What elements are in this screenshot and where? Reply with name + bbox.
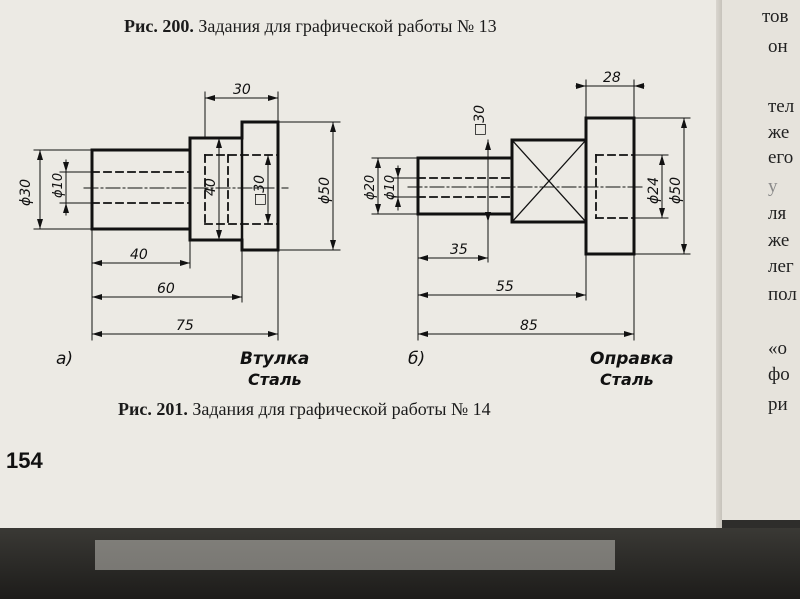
page-number: 154: [6, 448, 43, 473]
dim-b-l35: 35: [450, 242, 468, 258]
dim-b-l55: 55: [496, 279, 514, 295]
right-page-word: у: [768, 176, 778, 197]
drawing-a-outline: [90, 120, 280, 252]
caption-fig-200-text: Задания для графической работы № 13: [198, 16, 497, 36]
right-page-word: ля: [768, 203, 787, 224]
dim-a-d10: ϕ10: [51, 173, 66, 198]
dim-a-sq30: □30: [252, 175, 268, 206]
book-page: [0, 0, 722, 528]
dim-b-d24: ϕ24: [646, 177, 662, 204]
right-page-word: пол: [768, 284, 797, 305]
drawing-a-label: а): [56, 349, 73, 369]
drawing-a-arrows: [37, 95, 336, 337]
drawing-b-dimension-lines: [371, 79, 691, 341]
drawing-a-hidden-lines: [91, 154, 279, 225]
dim-b-sq30: □30: [472, 105, 488, 136]
drawing-b-label: б): [408, 349, 425, 369]
caption-fig-200: Рис. 200. Задания для графической работы…: [124, 16, 497, 37]
dim-a-l40: 40: [130, 247, 148, 263]
caption-fig-200-number: Рис. 200.: [124, 16, 194, 36]
dim-a-l60: 60: [157, 281, 175, 297]
right-page-word: лег: [768, 256, 794, 277]
page-edge: [716, 0, 722, 528]
right-page-word: же: [768, 230, 790, 251]
right-page-word: фо: [768, 364, 790, 385]
right-page-word: ри: [768, 394, 788, 415]
drawing-b-material: Сталь: [600, 370, 654, 389]
caption-fig-201: Рис. 201. Задания для графической работы…: [118, 399, 491, 420]
right-page-word: тов: [762, 6, 789, 27]
right-page-word: «о: [768, 338, 787, 359]
underlying-sheet: [95, 540, 615, 570]
right-page-word: он: [768, 36, 788, 57]
dim-b-d50: ϕ50: [668, 177, 684, 204]
drawing-a-material: Сталь: [248, 370, 302, 389]
right-page-word: его: [768, 147, 794, 168]
dim-a-h40: 40: [203, 178, 219, 196]
right-page-word: тел: [768, 96, 795, 117]
dim-a-w30: 30: [233, 82, 251, 98]
dim-a-d30: ϕ30: [18, 179, 34, 206]
caption-fig-201-text: Задания для графической работы № 14: [192, 399, 491, 419]
dim-a-d50: ϕ50: [317, 177, 333, 204]
right-page-word: же: [768, 122, 790, 143]
dim-b-l85: 85: [520, 318, 538, 334]
caption-fig-201-number: Рис. 201.: [118, 399, 188, 419]
drawing-b-outline: [416, 116, 636, 256]
dim-b-w28: 28: [603, 70, 621, 86]
drawing-b-name: Оправка: [590, 349, 674, 369]
dim-a-l75: 75: [176, 318, 194, 334]
dim-b-d10: ϕ10: [383, 175, 398, 200]
drawing-a-dimension-lines: [33, 91, 341, 341]
right-page: тов он тел же его у ля же лег пол «о фо …: [722, 0, 800, 520]
drawing-b-arrows: [375, 83, 687, 337]
drawing-a-name: Втулка: [240, 349, 309, 369]
dim-b-d20: ϕ20: [363, 175, 378, 200]
